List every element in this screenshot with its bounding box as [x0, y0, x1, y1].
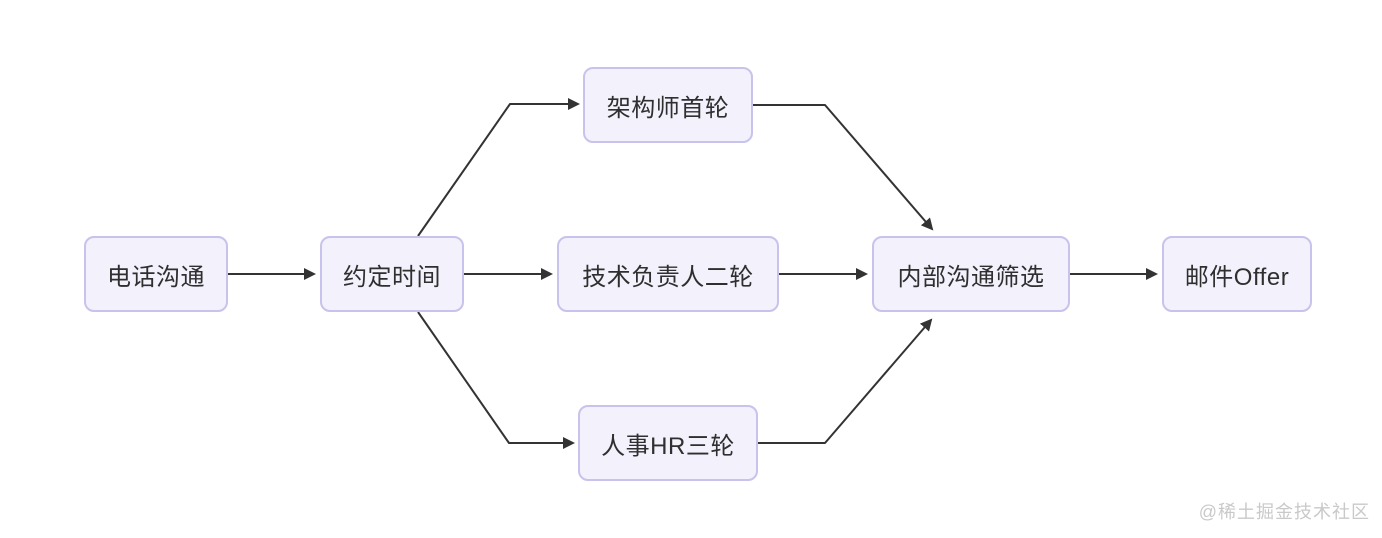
node-techlead-round2: 技术负责人二轮	[557, 236, 779, 312]
node-techlead-round2-label: 技术负责人二轮	[582, 263, 754, 291]
node-schedule-time-label: 约定时间	[343, 263, 441, 291]
edge-schedule-to-hr	[417, 311, 575, 449]
node-hr-round3: 人事HR三轮	[578, 405, 758, 481]
node-email-offer: 邮件Offer	[1162, 236, 1312, 312]
edge-hr-to-internal	[758, 318, 933, 444]
node-phone-communication-label: 电话沟通	[107, 263, 205, 291]
node-phone-communication: 电话沟通	[84, 236, 228, 312]
node-internal-screening-label: 内部沟通筛选	[897, 263, 1045, 291]
edge-schedule-to-architect	[417, 98, 580, 237]
node-architect-round1-label: 架构师首轮	[606, 94, 730, 122]
node-email-offer-label: 邮件Offer	[1184, 263, 1290, 291]
node-architect-round1: 架构师首轮	[583, 67, 753, 143]
node-internal-screening: 内部沟通筛选	[872, 236, 1070, 312]
edge-architect-to-internal	[753, 104, 934, 231]
node-hr-round3-label: 人事HR三轮	[601, 432, 735, 460]
watermark: @稀土掘金技术社区	[1198, 502, 1370, 522]
node-schedule-time: 约定时间	[320, 236, 464, 312]
